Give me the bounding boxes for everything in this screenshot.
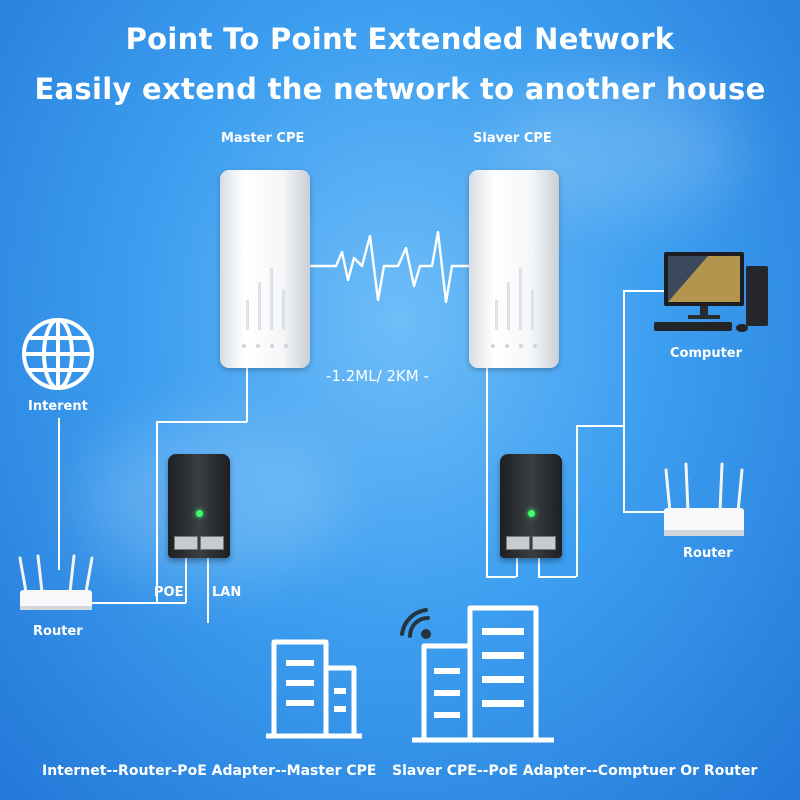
wire — [58, 418, 60, 570]
title-line-2: Easily extend the network to another hou… — [34, 72, 766, 106]
computer-label: Computer — [670, 346, 743, 361]
poe-port-label: POE — [154, 585, 184, 600]
globe-icon — [22, 318, 94, 390]
router-right-label: Router — [683, 546, 733, 561]
wire — [486, 368, 488, 576]
wire — [623, 290, 665, 292]
master-cpe-device — [220, 170, 310, 368]
wire — [576, 425, 623, 427]
wire — [185, 553, 187, 603]
wire — [623, 511, 665, 513]
wire — [156, 421, 158, 603]
router-left-label: Router — [33, 624, 83, 639]
building-icon — [412, 605, 554, 743]
poe-adapter-right — [500, 454, 562, 558]
wire — [576, 425, 578, 577]
building-icon — [266, 639, 362, 739]
wire — [156, 421, 247, 423]
slaver-cpe-device — [469, 170, 559, 368]
wire — [246, 368, 248, 422]
internet-label: Interent — [28, 399, 88, 414]
wire — [538, 576, 576, 578]
router-left-device — [18, 554, 94, 610]
computer-device — [654, 252, 768, 332]
signal-wave-icon — [306, 230, 474, 304]
lan-port-label: LAN — [212, 585, 242, 600]
slaver-cpe-label: Slaver CPE — [473, 131, 552, 146]
router-right-device — [664, 462, 744, 536]
poe-adapter-left — [168, 454, 230, 558]
distance-label: -1.2ML/ 2KM - — [326, 367, 429, 385]
wire — [516, 553, 518, 577]
wifi-icon — [400, 608, 431, 639]
wire — [486, 576, 516, 578]
title-line-1: Point To Point Extended Network — [125, 22, 675, 56]
master-cpe-label: Master CPE — [221, 131, 305, 146]
wire — [207, 553, 209, 623]
wire — [538, 553, 540, 577]
wire — [623, 290, 625, 512]
wire — [92, 602, 186, 604]
caption-left: Internet--Router-PoE Adapter--Master CPE — [42, 763, 377, 779]
caption-right: Slaver CPE--PoE Adapter--Comptuer Or Rou… — [392, 763, 758, 779]
